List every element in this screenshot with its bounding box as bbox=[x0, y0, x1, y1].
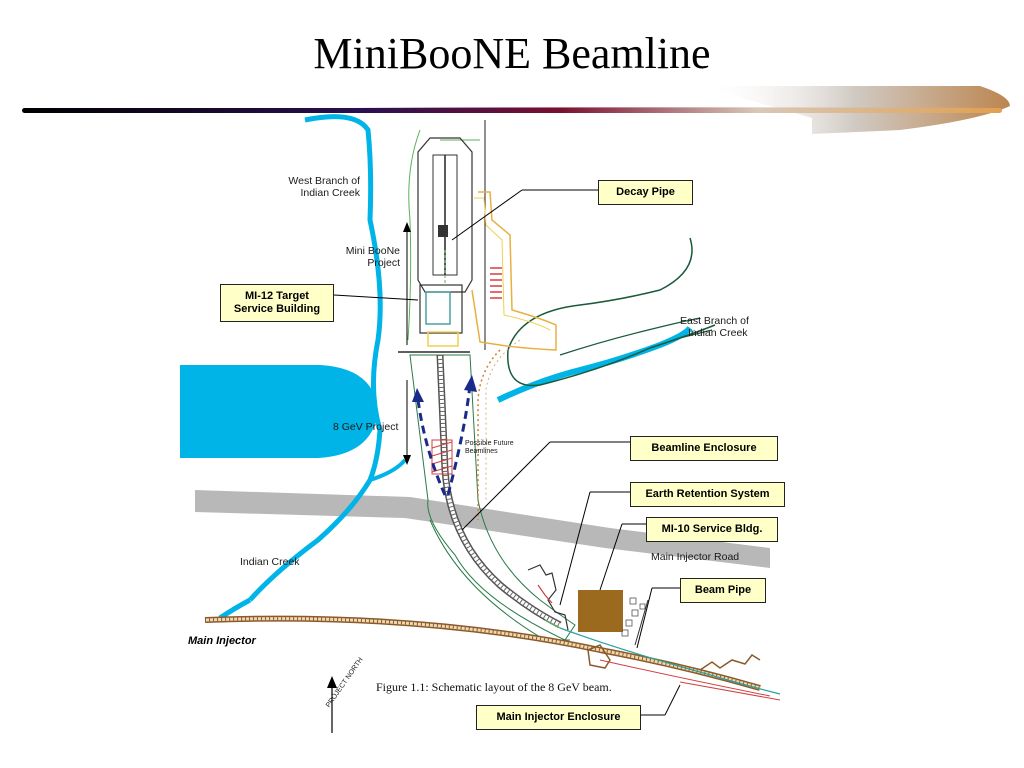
callout-main-injector-enclosure: Main Injector Enclosure bbox=[476, 705, 641, 730]
indian-creek-label: Indian Creek bbox=[240, 556, 300, 568]
future-beamline-right bbox=[446, 384, 472, 496]
title-rule bbox=[22, 86, 1010, 134]
earth-retention bbox=[527, 564, 569, 631]
east-branch-label: East Branch of Indian Creek bbox=[680, 315, 749, 339]
mi10-building bbox=[578, 590, 623, 632]
figure-caption: Figure 1.1: Schematic layout of the 8 Ge… bbox=[376, 680, 612, 694]
east-branch-creek bbox=[496, 326, 693, 403]
callout-earth-retention: Earth Retention System bbox=[630, 482, 785, 507]
main-injector-road-label: Main Injector Road bbox=[651, 551, 740, 563]
west-branch-creek bbox=[248, 114, 383, 602]
main-injector-label: Main Injector bbox=[188, 635, 256, 647]
beamline-corridor bbox=[409, 354, 576, 641]
west-branch-label: West Branch of Indian Creek bbox=[288, 175, 360, 199]
main-injector-ring bbox=[204, 615, 761, 691]
callout-beamline-enclosure: Beamline Enclosure bbox=[630, 436, 778, 461]
slide-title: MiniBooNE Beamline bbox=[313, 29, 711, 78]
target-building bbox=[419, 284, 463, 334]
callout-decay-pipe: Decay Pipe bbox=[598, 180, 693, 205]
decay-pipe-enclosure bbox=[417, 137, 473, 293]
future-beamlines-label: Possible Future Beamlines bbox=[465, 440, 514, 455]
main-injector-road bbox=[195, 490, 770, 568]
gev-project-label: 8 GeV Project bbox=[333, 421, 399, 433]
callout-target-building: MI-12 Target Service Building bbox=[220, 284, 334, 322]
miniboone-project-label: Mini BooNe Project bbox=[345, 245, 400, 269]
pond bbox=[180, 365, 378, 458]
callout-mi10-service: MI-10 Service Bldg. bbox=[646, 517, 778, 542]
callout-beam-pipe: Beam Pipe bbox=[680, 578, 766, 603]
